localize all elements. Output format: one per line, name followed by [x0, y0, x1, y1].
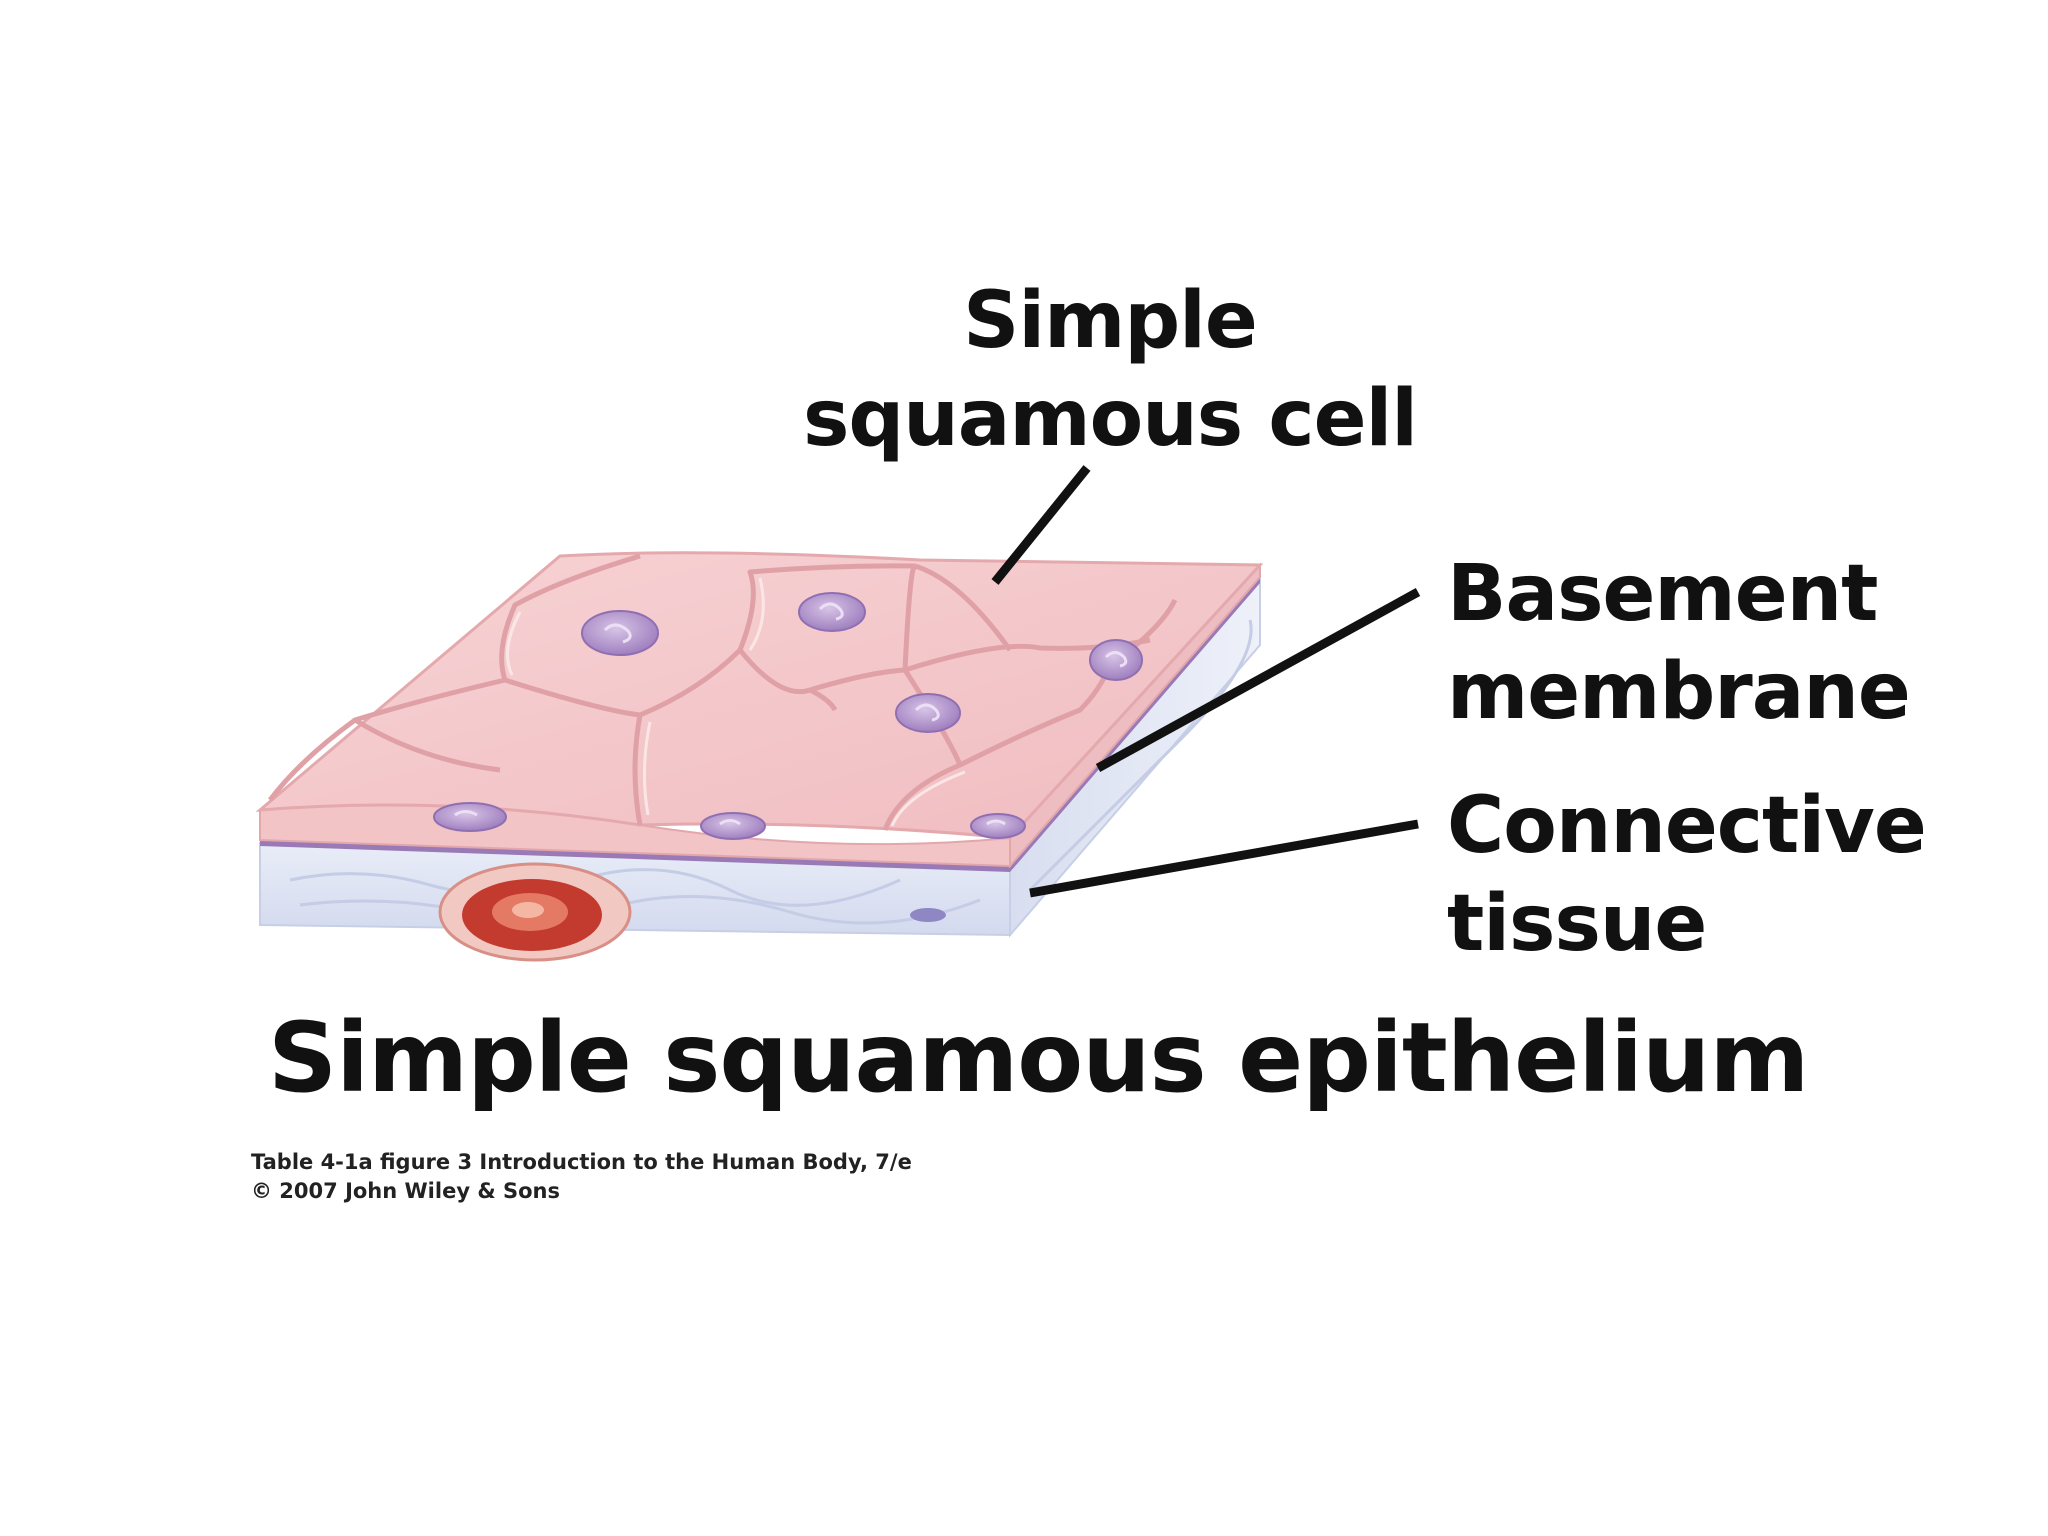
leader-line-basement-membrane — [1095, 588, 1421, 772]
label-line: membrane — [1447, 647, 1911, 737]
label-basement-membrane: Basement membrane — [1447, 549, 1911, 751]
cell-nuclei — [433, 592, 1143, 840]
figure-title: Simple squamous epithelium — [268, 1002, 1809, 1114]
leader-line-squamous-cell — [991, 465, 1091, 585]
label-simple-squamous-cell: Simple squamous cell — [790, 282, 1430, 478]
blood-vessel — [438, 862, 632, 962]
credit-line: Table 4-1a figure 3 Introduction to the … — [251, 1150, 912, 1174]
fibroblast-cell — [910, 908, 946, 922]
nucleus — [970, 813, 1026, 839]
label-line: Basement — [1447, 549, 1878, 639]
label-connective-tissue: Connective tissue — [1447, 781, 1927, 983]
nucleus — [1089, 639, 1143, 681]
figure-credit: Table 4-1a figure 3 Introduction to the … — [251, 1148, 912, 1206]
nucleus — [895, 693, 961, 733]
nucleus — [581, 610, 659, 656]
leader-line-connective-tissue — [1029, 819, 1419, 898]
credit-line: © 2007 John Wiley & Sons — [251, 1179, 560, 1203]
nucleus — [798, 592, 866, 632]
leader-lines — [991, 465, 1421, 898]
label-line: Simple — [963, 276, 1258, 366]
label-line: tissue — [1447, 879, 1707, 969]
nucleus — [433, 802, 507, 832]
nucleus — [700, 812, 766, 840]
label-line: squamous cell — [802, 374, 1418, 464]
label-line: Connective — [1447, 781, 1927, 871]
